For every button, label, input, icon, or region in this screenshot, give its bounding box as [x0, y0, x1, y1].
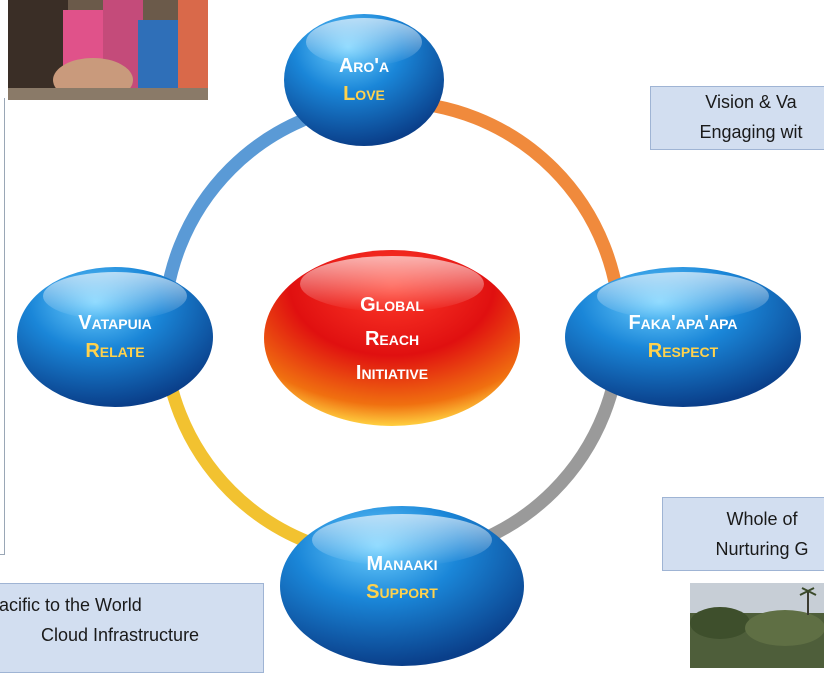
- photo-bottom: [690, 583, 824, 668]
- bubble-left: [17, 267, 213, 407]
- photo-top: [8, 0, 208, 100]
- node-left-label: Vatapuia Relate: [45, 309, 185, 365]
- callout-vision: Vision & Va Engaging wit: [650, 86, 824, 150]
- bubble-top: [284, 14, 444, 146]
- node-right-label: Faka'apa'apa Respect: [583, 309, 783, 365]
- node-top-english: Love: [343, 83, 385, 105]
- node-bottom-label: Manaaki Support: [342, 550, 462, 606]
- node-bottom-english: Support: [366, 581, 438, 603]
- node-top-label: Aro'a Love: [304, 52, 424, 108]
- center-label: Global Reach Initiative: [322, 288, 462, 390]
- center-line1: Global: [360, 294, 424, 316]
- callout-pacific: acific to the World Cloud Infrastructure: [0, 583, 264, 673]
- center-line2: Reach: [364, 328, 420, 350]
- callout-vision-line2: Engaging wit: [699, 122, 803, 142]
- node-right-word: Faka'apa'apa: [628, 312, 738, 334]
- callout-whole-line2: Nurturing G: [715, 539, 809, 559]
- callout-whole-line1: Whole of: [726, 509, 798, 529]
- bubble-center: [264, 250, 520, 426]
- callout-whole: Whole of Nurturing G: [662, 497, 824, 571]
- node-right-english: Respect: [647, 340, 719, 362]
- left-frame: [0, 98, 5, 555]
- node-left-word: Vatapuia: [78, 312, 152, 334]
- bubble-bottom: [280, 506, 524, 666]
- callout-pacific-line1: acific to the World: [0, 595, 142, 615]
- bubble-right: [565, 267, 801, 407]
- callout-pacific-line2: Cloud Infrastructure: [41, 625, 200, 645]
- node-bottom-word: Manaaki: [366, 553, 438, 575]
- node-top-word: Aro'a: [338, 55, 390, 77]
- center-line3: Initiative: [355, 362, 429, 384]
- node-left-english: Relate: [85, 340, 145, 362]
- callout-vision-line1: Vision & Va: [705, 92, 797, 112]
- ring-arc-top-right: [391, 95, 627, 331]
